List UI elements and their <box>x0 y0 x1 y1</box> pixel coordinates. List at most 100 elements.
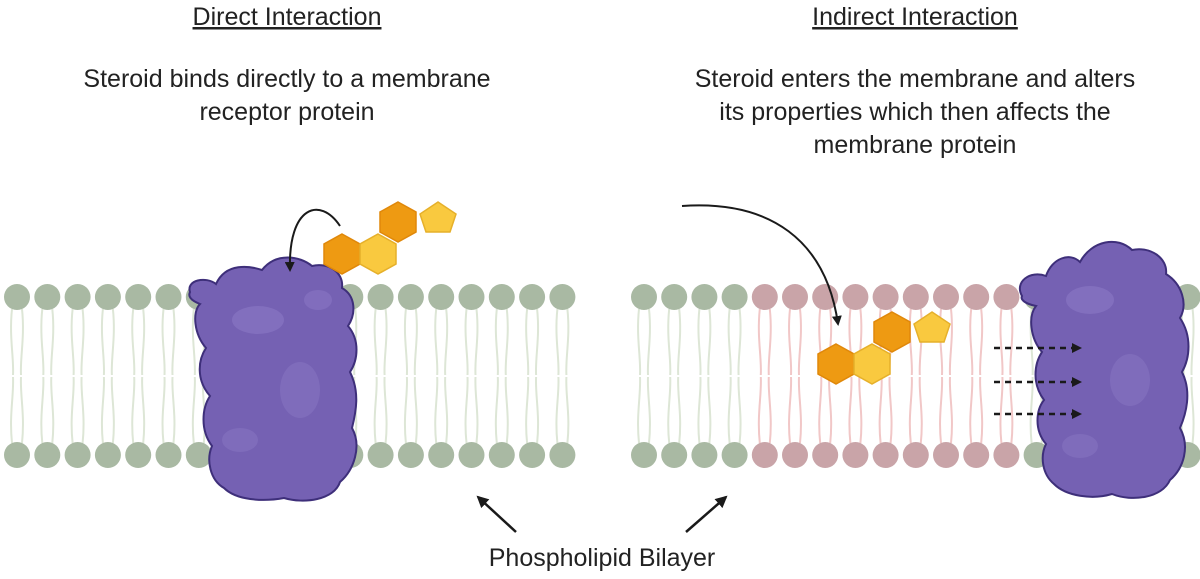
steroid-molecule-icon <box>817 311 951 385</box>
lipid-tail <box>908 376 913 444</box>
lipid-tail <box>737 308 742 376</box>
lipid-tail <box>637 308 642 376</box>
lipid-head <box>428 442 455 468</box>
lipid-tail <box>434 376 439 444</box>
lipid-tail <box>979 376 984 444</box>
lipid-tail <box>413 376 418 444</box>
lipid-tail <box>757 308 762 376</box>
left-heading: Direct Interaction <box>193 3 382 31</box>
lipid-head <box>34 442 61 468</box>
lipid-tail <box>444 376 449 444</box>
lipid-tail <box>767 376 772 444</box>
lipid-tail <box>131 376 136 444</box>
lipid-tail <box>161 376 166 444</box>
lipid-tail <box>737 376 742 444</box>
left-description-line-2: receptor protein <box>199 98 374 126</box>
curved-arrow-icon <box>681 204 842 326</box>
lipid-tail <box>677 376 682 444</box>
lipid-tail <box>191 376 196 444</box>
lipid-tail <box>797 376 802 444</box>
lipid-head <box>367 284 394 310</box>
lipid-tail <box>100 308 106 376</box>
lipid-tail <box>637 376 642 444</box>
lipid-head <box>125 442 152 468</box>
lipid-tail <box>555 376 560 444</box>
lipid-tail <box>19 376 24 444</box>
pointer-arrow-icon <box>476 495 517 533</box>
right-heading: Indirect Interaction <box>812 3 1018 31</box>
lipid-tail <box>555 308 560 376</box>
lipid-head <box>661 442 688 468</box>
lipid-head <box>902 442 929 468</box>
lipid-tail <box>969 376 974 444</box>
lipid-head <box>549 284 576 310</box>
lipid-head <box>155 284 182 310</box>
lipid-head <box>691 284 718 310</box>
lipid-tail <box>858 376 863 444</box>
lipid-head <box>397 284 424 310</box>
lipid-head <box>963 284 990 310</box>
lipid-head <box>933 442 959 468</box>
lipid-tail <box>697 376 702 444</box>
lipid-head <box>993 442 1020 468</box>
lipid-tail <box>565 308 570 376</box>
dashed-arrows <box>994 343 1082 419</box>
lipid-tail <box>373 308 378 376</box>
lipid-tail <box>999 376 1004 444</box>
lipid-head <box>631 284 657 310</box>
lipid-head <box>993 284 1020 310</box>
membrane-protein-icon <box>1019 241 1190 499</box>
steroid-molecule-icon <box>323 201 457 275</box>
lipid-tail <box>565 376 570 444</box>
lipid-head <box>458 442 485 468</box>
lipid-tail <box>10 308 15 376</box>
lipid-head <box>812 442 839 468</box>
lipid-head <box>751 442 778 468</box>
lipid-tail <box>818 376 823 444</box>
lipid-head <box>4 284 30 310</box>
lipid-head <box>64 442 91 468</box>
lipid-head <box>488 442 515 468</box>
lipid-tail <box>50 376 55 444</box>
lipid-tail <box>464 376 469 444</box>
lipid-tail <box>131 308 136 376</box>
lipid-tail <box>383 376 388 444</box>
lipid-head <box>842 284 869 310</box>
lipid-head <box>367 442 394 468</box>
lipid-tail <box>677 308 682 376</box>
lipid-tail <box>918 308 923 376</box>
lipid-tail <box>878 376 883 444</box>
lipid-tail <box>788 308 793 376</box>
lipid-tail <box>70 308 75 376</box>
right-description-line-3: membrane protein <box>814 131 1017 159</box>
lipid-head <box>64 284 91 310</box>
lipid-tail <box>403 376 409 444</box>
lipid-tail <box>697 308 702 376</box>
left-panel-text: Direct Interaction Steroid binds directl… <box>83 3 490 126</box>
lipid-head <box>4 442 30 468</box>
lipid-tail <box>888 376 893 444</box>
lipid-tail <box>494 376 499 444</box>
lipid-tail <box>848 376 853 444</box>
lipid-head <box>812 284 839 310</box>
lipid-tail <box>757 376 762 444</box>
lipid-tail <box>525 308 530 376</box>
lipid-tail <box>1009 376 1014 444</box>
lipid-head <box>94 284 121 310</box>
lipid-head <box>842 442 869 468</box>
lipid-tail <box>474 376 479 444</box>
right-description-line-1: Steroid enters the membrane and alters <box>695 65 1136 93</box>
lipid-head <box>751 284 778 310</box>
membrane-protein-icon <box>188 256 358 502</box>
lipid-tail <box>70 376 75 444</box>
lipid-head <box>397 442 424 468</box>
lipid-tail <box>80 308 85 376</box>
lipid-tail <box>646 308 651 376</box>
lipid-tail <box>667 376 672 444</box>
lipid-tail <box>141 308 146 376</box>
lipid-head <box>721 442 748 468</box>
lipid-tail <box>50 308 55 376</box>
lipid-tail <box>939 308 944 376</box>
lipid-tail <box>1190 308 1195 376</box>
